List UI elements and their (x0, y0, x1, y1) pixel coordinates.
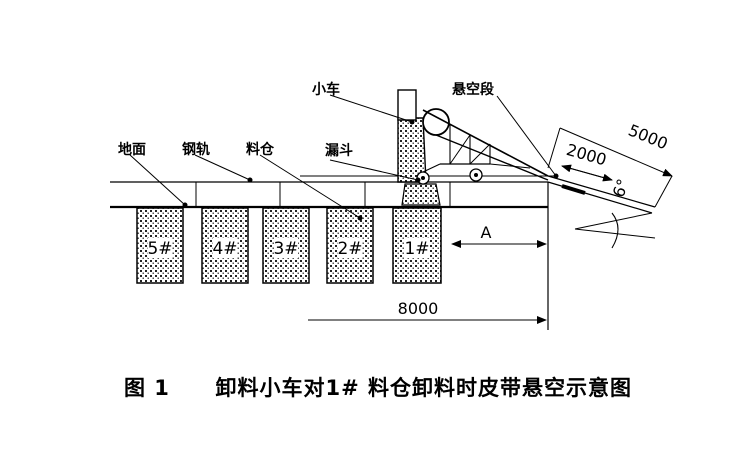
dim-a: A (481, 223, 492, 242)
caption-text: 卸料小车对1# 料仓卸料时皮带悬空示意图 (215, 376, 633, 400)
bin-label-3: 3# (273, 239, 298, 259)
bin-label-1: 1# (404, 239, 429, 259)
bin-label-4: 4# (212, 239, 237, 259)
label-rail: 钢轨 (182, 141, 210, 158)
leader-lines (129, 94, 559, 221)
dim-angle: 6° (609, 176, 633, 200)
dim-2000: 2000 (564, 140, 608, 169)
bin-group: 5# 4# 3# 2# 1# (136, 207, 442, 284)
dim-8000: 8000 (398, 299, 439, 318)
rail-track (110, 175, 549, 330)
caption-figure-number: 图 1 (123, 376, 170, 400)
dimension-lines (308, 127, 673, 324)
bin-2 (326, 207, 374, 284)
bin-label-2: 2# (337, 239, 362, 259)
label-bin: 料仓 (246, 141, 275, 158)
label-cantilever: 悬空段 (451, 81, 494, 98)
dim-5000: 5000 (626, 120, 671, 153)
figure-caption: 图 1 卸料小车对1# 料仓卸料时皮带悬空示意图 (0, 372, 756, 402)
bin-label-5: 5# (147, 239, 172, 259)
label-car: 小车 (312, 81, 340, 98)
label-hopper: 漏斗 (325, 143, 353, 159)
label-ground: 地面 (118, 141, 146, 158)
belt-cantilever (547, 175, 656, 249)
unloading-car (397, 89, 549, 206)
